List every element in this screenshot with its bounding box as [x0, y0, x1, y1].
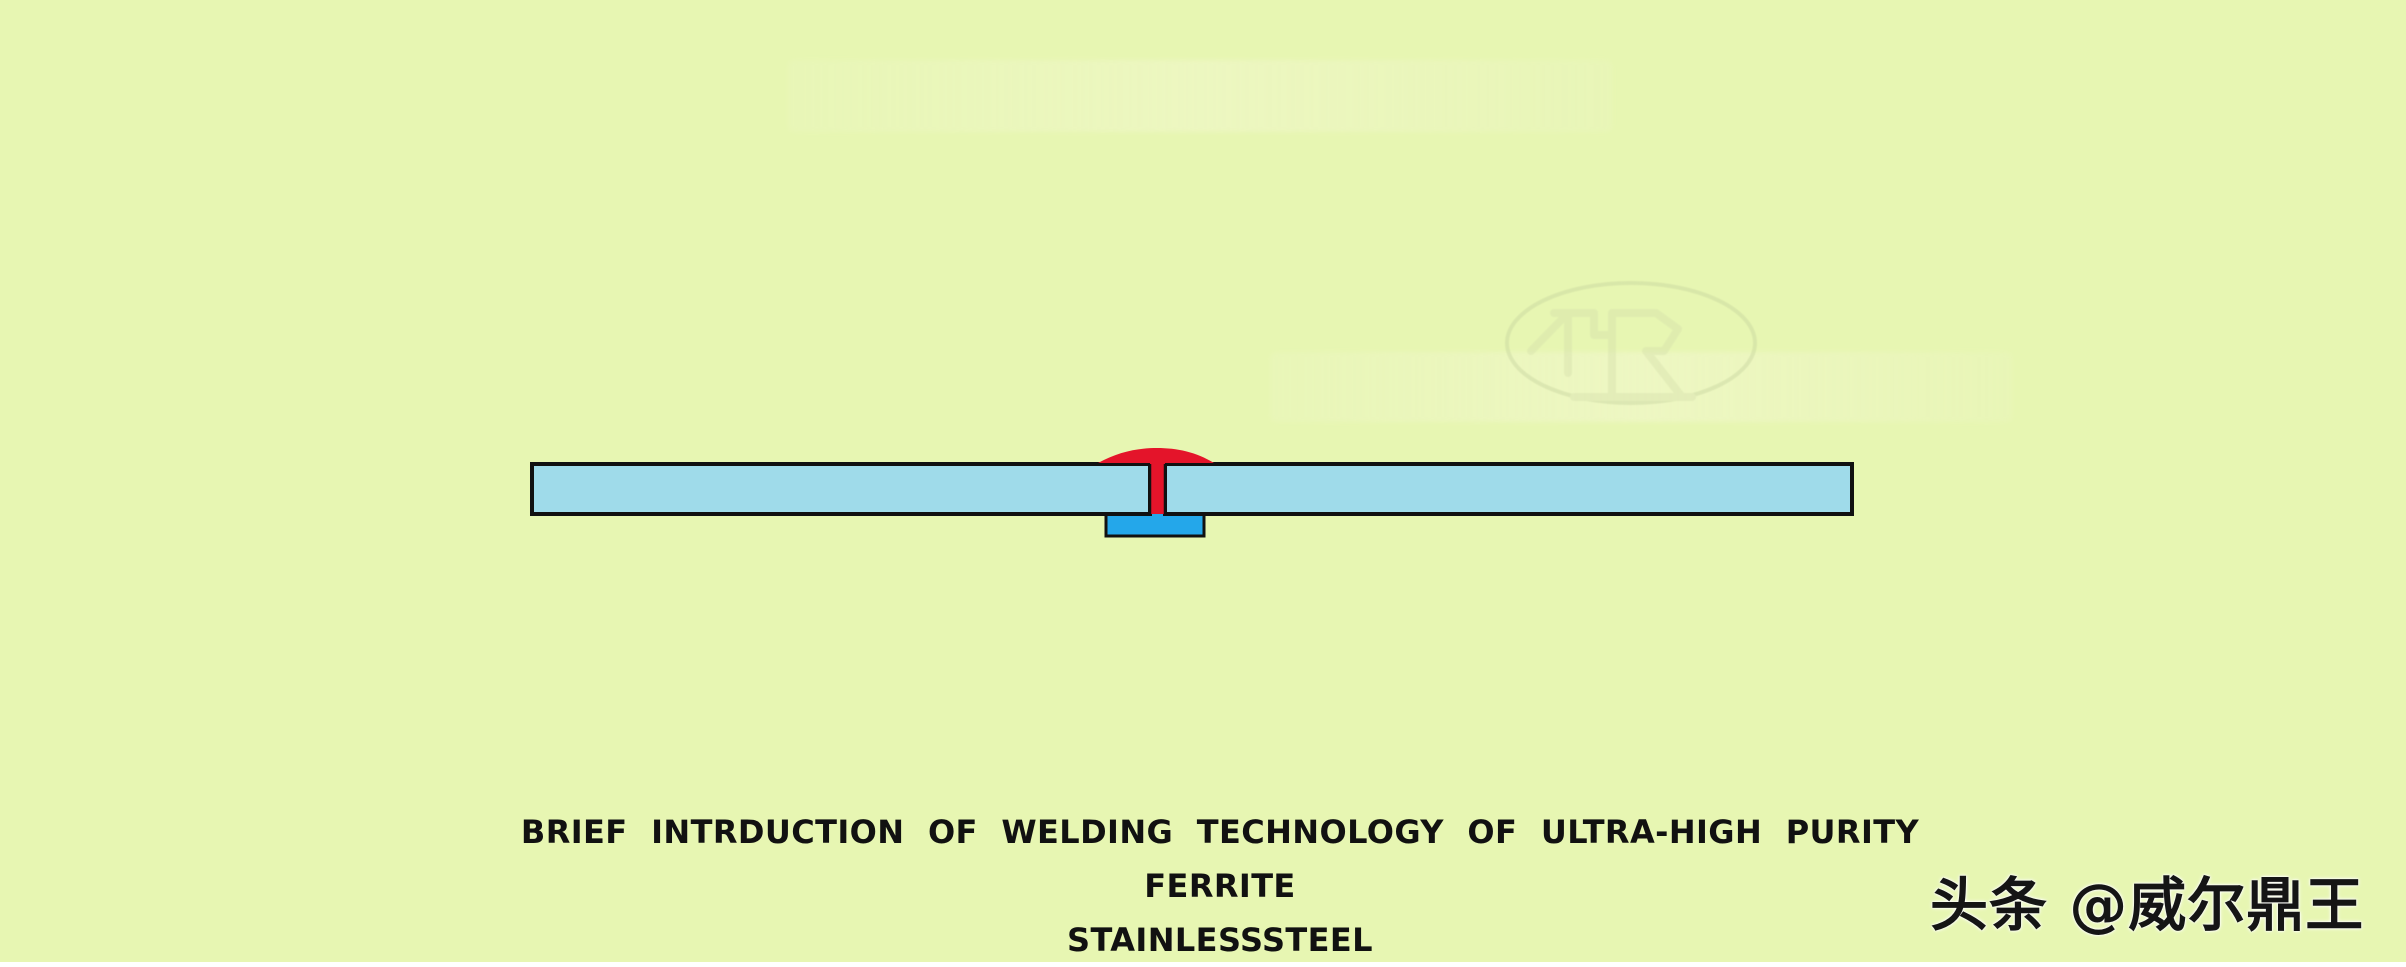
- platform-watermark: 头条 @威尔鼎王: [1930, 871, 2365, 939]
- diagram-caption: BRIEF INTRDUCTION OF WELDING TECHNOLOGY …: [480, 805, 1960, 967]
- right-base-plate: [1163, 462, 1854, 516]
- weld-root: [1150, 458, 1165, 514]
- weld-reinforcement: [1098, 448, 1214, 463]
- faded-text-band-top: [788, 60, 1612, 132]
- left-base-plate: [530, 462, 1152, 516]
- watermark-logo: [1505, 281, 1757, 405]
- caption-line-2: STAINLESSSTEEL: [1067, 921, 1373, 959]
- watermark-mark: [1527, 309, 1696, 401]
- faded-text-band-middle: [1270, 352, 2012, 422]
- watermark-oval: [1505, 281, 1757, 405]
- caption-line-1: BRIEF INTRDUCTION OF WELDING TECHNOLOGY …: [520, 813, 1920, 905]
